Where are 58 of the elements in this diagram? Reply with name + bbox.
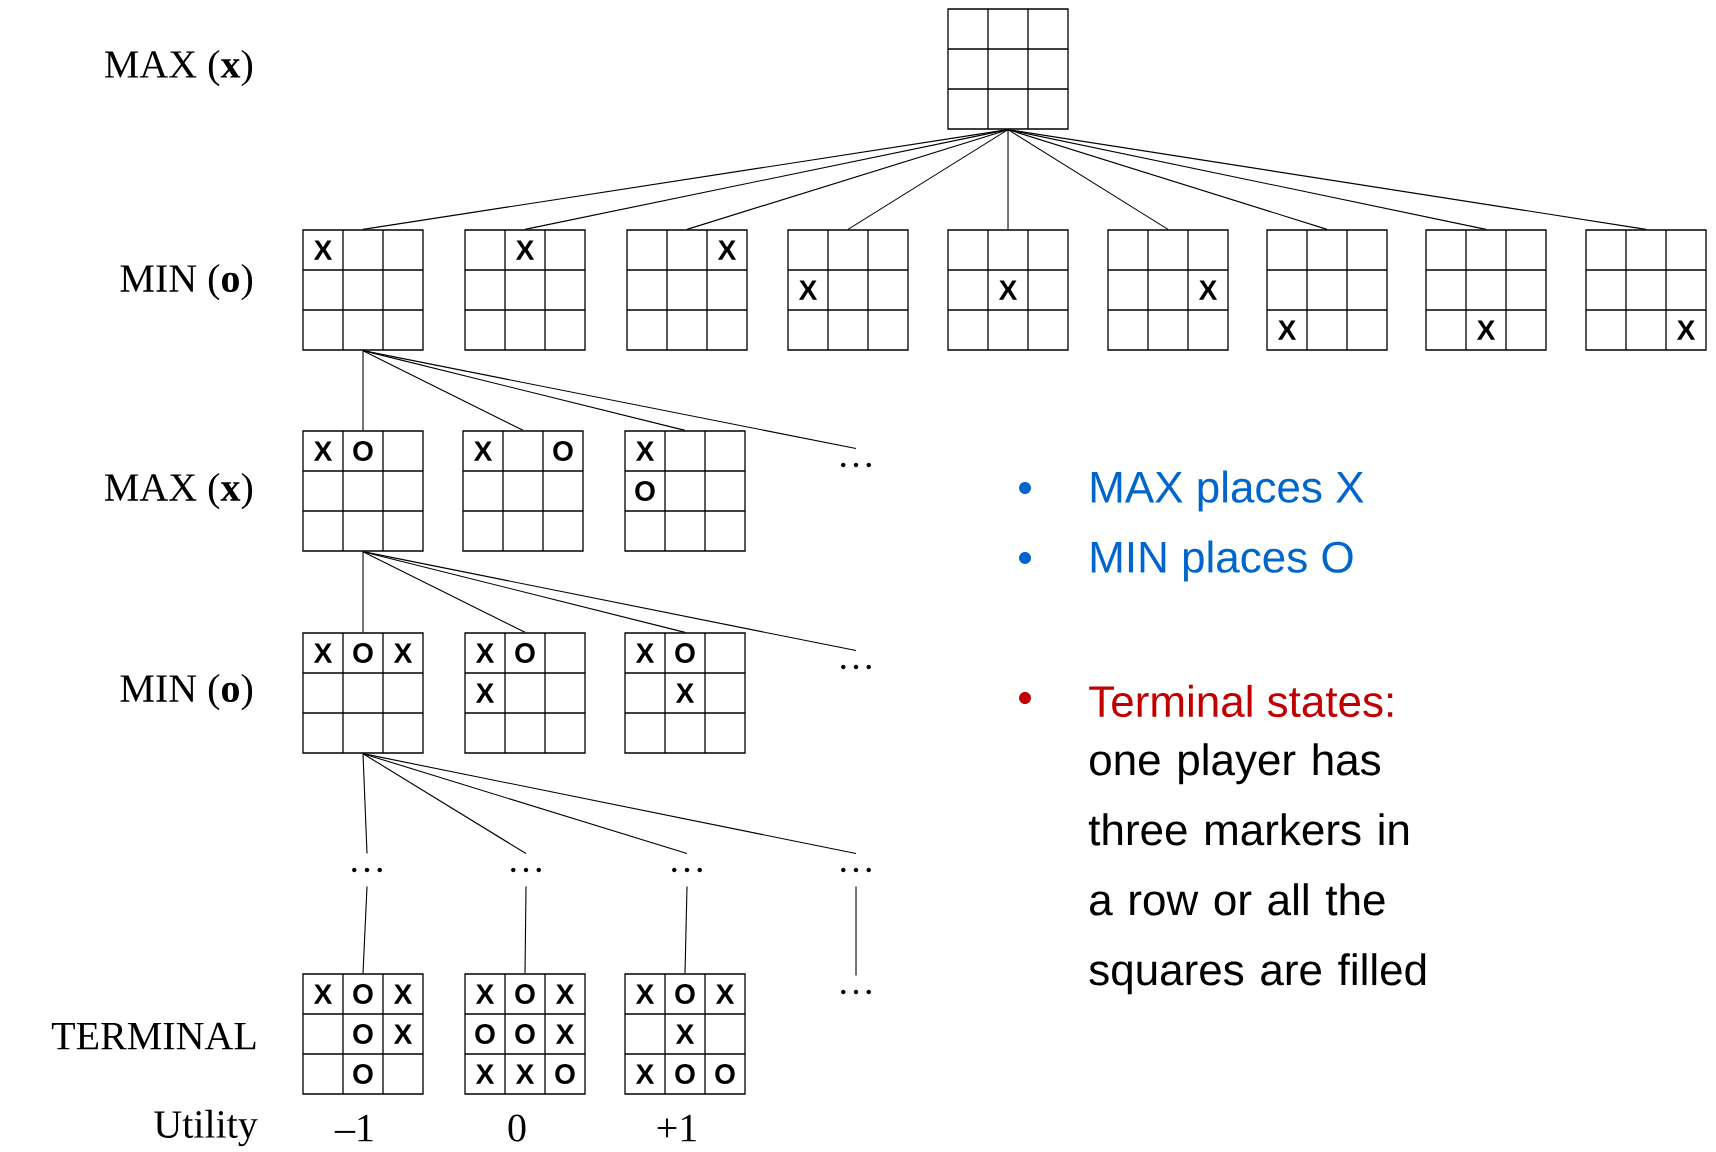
board-grid: X (464, 229, 586, 351)
ellipsis: … (841, 664, 871, 670)
tree-line (362, 551, 364, 633)
bullet-text: Terminal states: (1089, 684, 1393, 718)
tree-line (1007, 129, 1169, 230)
utility-label: Utility (154, 1109, 258, 1147)
tree-line (1007, 129, 1647, 230)
tree-line (362, 753, 857, 855)
tree-line (362, 350, 857, 450)
bullet-text: MAX places X (1091, 470, 1364, 512)
ellipsis: … (841, 462, 871, 468)
tree-line (362, 753, 527, 855)
tree-line (362, 129, 1009, 230)
ellipsis: … (841, 867, 871, 873)
ellipsis: … (672, 867, 702, 873)
tree-line (524, 885, 527, 974)
board-grid: X O X O O X X X O (464, 973, 586, 1095)
tree-line (1007, 129, 1009, 230)
ellipsis: … (352, 867, 382, 873)
board-grid: X (1107, 229, 1229, 351)
level-label: MAX (x) (104, 472, 253, 510)
bullet-text: MIN places O (1091, 540, 1353, 582)
level-label: MIN (o) (120, 673, 253, 711)
level-label: MAX (x) (104, 49, 253, 87)
board-grid: X O X (624, 632, 746, 754)
body-text: one player has three markers in a row or all the squares are filled (1088, 743, 1426, 995)
utility-value: +1 (657, 1114, 696, 1142)
utility-value: 0 (508, 1114, 526, 1142)
board-grid: X (947, 229, 1069, 351)
board-grid: X O X X X O O (624, 973, 746, 1095)
board-grid: X O X (302, 632, 424, 754)
board-grid: X O X (464, 632, 586, 754)
board-grid: X (1585, 229, 1707, 351)
tree-line (362, 885, 368, 974)
tree-line (362, 753, 368, 855)
board-grid: X O (462, 430, 584, 552)
board-grid: X (1266, 229, 1388, 351)
board-grid: X O (302, 430, 424, 552)
tree-line (362, 551, 526, 633)
tree-line (686, 129, 1009, 230)
tree-line (847, 129, 1009, 230)
tree-line (362, 350, 524, 431)
board-grid: X (626, 229, 748, 351)
tree-line (684, 885, 688, 974)
board-grid: X (1425, 229, 1547, 351)
board-grid (947, 8, 1069, 130)
ellipsis: … (841, 989, 871, 995)
board-grid: X O X O X O (302, 973, 424, 1095)
ellipsis: … (511, 867, 541, 873)
tree-line (855, 885, 857, 977)
tree-line (362, 350, 364, 431)
utility-value: –1 (334, 1114, 373, 1142)
tree-line (362, 551, 857, 652)
level-label: MIN (o) (120, 263, 253, 301)
board-grid: X (302, 229, 424, 351)
board-grid: X O (624, 430, 746, 552)
level-label: TERMINAL (51, 1022, 256, 1050)
board-grid: X (787, 229, 909, 351)
